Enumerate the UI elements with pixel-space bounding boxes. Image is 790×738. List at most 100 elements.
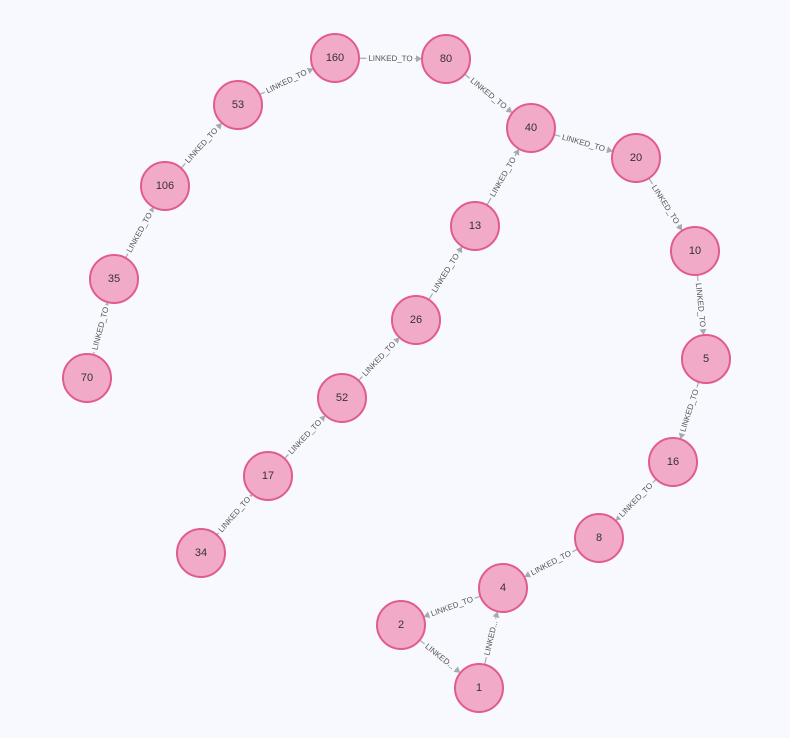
- edge-label-background: [262, 66, 311, 97]
- edge-n5-n16[interactable]: LINKED_TO: [676, 381, 703, 440]
- node-label: 35: [108, 273, 120, 285]
- node-17[interactable]: 17: [243, 451, 293, 501]
- node-8[interactable]: 8: [574, 513, 624, 563]
- edge-arrow: [318, 415, 326, 423]
- edge-label-background: [676, 385, 703, 436]
- edge-label: LINKED_TO: [90, 306, 110, 351]
- edge-label: LINKED_TO: [368, 54, 412, 63]
- edge-arrow: [306, 67, 314, 75]
- node-circle: [317, 373, 367, 423]
- edge-label: LINKED_TO: [468, 76, 508, 111]
- edge-n40-n20[interactable]: LINKED_TO: [553, 131, 613, 155]
- node-circle: [421, 34, 471, 84]
- node-34[interactable]: 34: [176, 528, 226, 578]
- edge-arrow: [675, 223, 683, 231]
- edge-arrow: [606, 146, 613, 154]
- node-circle: [574, 513, 624, 563]
- node-35[interactable]: 35: [89, 254, 139, 304]
- edge-n35-n106[interactable]: LINKED_TO: [123, 207, 156, 259]
- edge-n13-n40[interactable]: LINKED_TO: [486, 148, 520, 206]
- node-label: 26: [410, 314, 422, 326]
- edge-arrow: [415, 55, 423, 63]
- edge-arrow: [615, 514, 623, 521]
- edge-label-background: [527, 546, 575, 580]
- edge-label-background: [358, 337, 400, 381]
- node-10[interactable]: 10: [670, 226, 720, 276]
- node-label: 106: [156, 180, 174, 192]
- edge-n10-n5[interactable]: LINKED_TO: [692, 274, 709, 336]
- edge-n106-n53[interactable]: LINKED_TO: [180, 122, 222, 169]
- edge-label-background: [692, 280, 709, 330]
- edge-label: LINKED...: [423, 642, 456, 671]
- node-4[interactable]: 4: [478, 563, 528, 613]
- node-2[interactable]: 2: [376, 600, 426, 650]
- edge-label: LINKED_TO: [265, 68, 309, 95]
- edge-n8-n4[interactable]: LINKED_TO: [524, 546, 578, 580]
- node-circle: [681, 334, 731, 384]
- edge-label-background: [181, 123, 222, 168]
- edge-n160-n80[interactable]: LINKED_TO: [358, 52, 423, 65]
- node-1[interactable]: 1: [454, 663, 504, 713]
- node-label: 70: [81, 372, 93, 384]
- node-circle: [454, 663, 504, 713]
- node-label: 80: [440, 53, 452, 65]
- node-label: 34: [195, 547, 207, 559]
- edge-n2-n1[interactable]: LINKED...: [419, 639, 461, 674]
- node-16[interactable]: 16: [648, 437, 698, 487]
- node-label: 5: [703, 353, 709, 365]
- node-20[interactable]: 20: [611, 133, 661, 183]
- edge-label-background: [427, 593, 477, 620]
- edge-n4-n2[interactable]: LINKED_TO: [423, 593, 481, 620]
- edge-n53-n160[interactable]: LINKED_TO: [259, 66, 314, 97]
- node-circle: [648, 437, 698, 487]
- node-5[interactable]: 5: [681, 334, 731, 384]
- edge-label-background: [421, 639, 459, 674]
- node-106[interactable]: 106: [140, 161, 190, 211]
- edge-arrow: [456, 246, 463, 254]
- edge-label: LINKED_TO: [217, 495, 253, 534]
- node-label: 52: [336, 392, 348, 404]
- edge-n20-n10[interactable]: LINKED_TO: [647, 177, 684, 231]
- node-13[interactable]: 13: [450, 201, 500, 251]
- edge-n16-n8[interactable]: LINKED_TO: [615, 478, 657, 522]
- edge-label: LINKED_TO: [488, 156, 518, 199]
- edge-n1-n4[interactable]: LINKED...: [481, 611, 501, 665]
- node-circle: [478, 563, 528, 613]
- edge-label: LINKED_TO: [529, 549, 572, 577]
- node-label: 20: [630, 152, 642, 164]
- node-26[interactable]: 26: [391, 295, 441, 345]
- edge-n70-n35[interactable]: LINKED_TO: [88, 302, 113, 356]
- node-circle: [176, 528, 226, 578]
- node-label: 8: [596, 532, 602, 544]
- node-circle: [310, 33, 360, 83]
- node-label: 16: [667, 456, 679, 468]
- edge-arrow: [505, 106, 513, 113]
- edge-n52-n26[interactable]: LINKED_TO: [358, 337, 400, 382]
- node-80[interactable]: 80: [421, 34, 471, 84]
- edge-n26-n13[interactable]: LINKED_TO: [428, 246, 463, 300]
- node-70[interactable]: 70: [62, 353, 112, 403]
- edge-arrow: [678, 432, 686, 440]
- node-52[interactable]: 52: [317, 373, 367, 423]
- node-circle: [506, 103, 556, 153]
- edge-label-background: [481, 617, 501, 659]
- node-160[interactable]: 160: [310, 33, 360, 83]
- node-40[interactable]: 40: [506, 103, 556, 153]
- edge-label: LINKED_TO: [561, 133, 606, 154]
- edge-n34-n17[interactable]: LINKED_TO: [214, 492, 255, 537]
- node-label: 160: [326, 52, 344, 64]
- edge-label-background: [428, 249, 463, 297]
- node-circle: [62, 353, 112, 403]
- edge-label: LINKED_TO: [430, 252, 461, 294]
- edge-n17-n52[interactable]: LINKED_TO: [284, 415, 326, 460]
- node-53[interactable]: 53: [213, 80, 263, 130]
- edge-arrow: [513, 148, 520, 156]
- edge-label: LINKED_TO: [286, 418, 323, 456]
- edge-label: LINKED_TO: [650, 183, 681, 225]
- node-circle: [243, 451, 293, 501]
- edge-label: LINKED_TO: [617, 481, 654, 519]
- node-label: 17: [262, 470, 274, 482]
- node-layer: 70 35 106 53 160 80 40 20 10 5 16 8 4 21 34 17 52 26 13: [62, 33, 731, 713]
- edge-n80-n40[interactable]: LINKED_TO: [464, 73, 513, 113]
